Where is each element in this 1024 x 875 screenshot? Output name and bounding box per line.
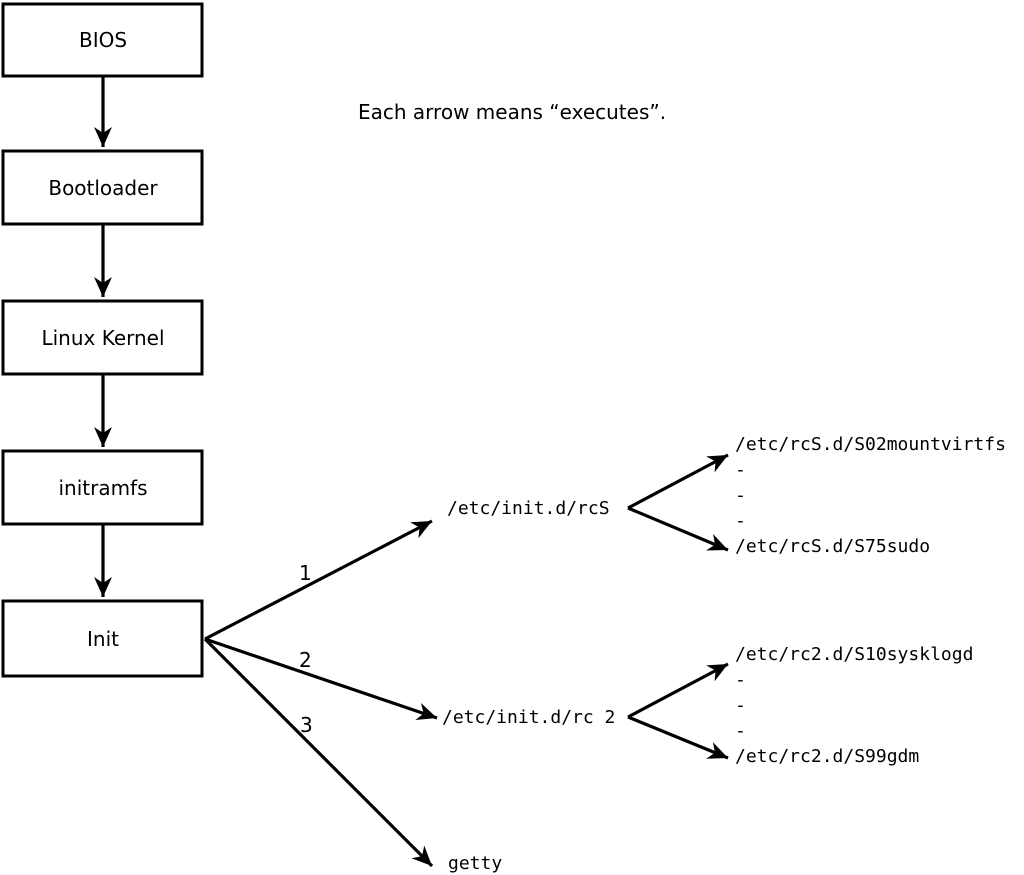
fan-order-label-1: 1: [299, 561, 312, 585]
getty-label: getty: [448, 853, 502, 874]
rcs-child-ellipsis-2: -: [735, 485, 746, 506]
fan-order-label-3: 3: [300, 713, 313, 737]
rc2-child-ellipsis-1: -: [735, 670, 746, 691]
legend-note: Each arrow means “executes”.: [358, 100, 666, 124]
script-label-rcs: /etc/init.d/rcS: [447, 498, 610, 519]
node-box-linux-kernel: [1, 299, 204, 376]
script-label-rc2: /etc/init.d/rc 2: [442, 707, 615, 728]
arrow-init-to-rc2: [204, 637, 438, 721]
arrow-rc2-to-s99gdm: [627, 715, 729, 760]
node-label-bootloader: Bootloader: [48, 176, 158, 200]
node-box-bootloader: [1, 149, 204, 226]
node-label-init: Init: [87, 627, 119, 651]
rc2-child-ellipsis-3: -: [735, 721, 746, 742]
node-label-linux-kernel: Linux Kernel: [41, 326, 164, 350]
arrow-rc2-to-s10sysklogd: [627, 662, 729, 719]
rcs-child-ellipsis-1: -: [735, 460, 746, 481]
rcs-child-ellipsis-3: -: [735, 511, 746, 532]
rcs-child-s02mountvirtfs: /etc/rcS.d/S02mountvirtfs: [735, 434, 1006, 455]
rc2-child-s99gdm: /etc/rc2.d/S99gdm: [735, 746, 919, 767]
arrow-init-to-rcs: [204, 519, 433, 641]
node-box-bios: [1, 2, 204, 78]
rc2-child-ellipsis-2: -: [735, 695, 746, 716]
rcs-child-s75sudo: /etc/rcS.d/S75sudo: [735, 536, 930, 557]
arrow-rcs-to-s75sudo: [627, 506, 729, 552]
rc2-child-s10sysklogd: /etc/rc2.d/S10sysklogd: [735, 644, 973, 665]
arrow-init-to-getty: [203, 637, 434, 868]
arrow-rcs-to-s02mountvirtfs: [627, 453, 729, 510]
node-label-initramfs: initramfs: [58, 476, 147, 500]
node-box-initramfs: [1, 449, 204, 526]
fan-order-label-2: 2: [299, 648, 312, 672]
node-label-bios: BIOS: [79, 28, 127, 52]
node-box-init: [1, 599, 204, 678]
